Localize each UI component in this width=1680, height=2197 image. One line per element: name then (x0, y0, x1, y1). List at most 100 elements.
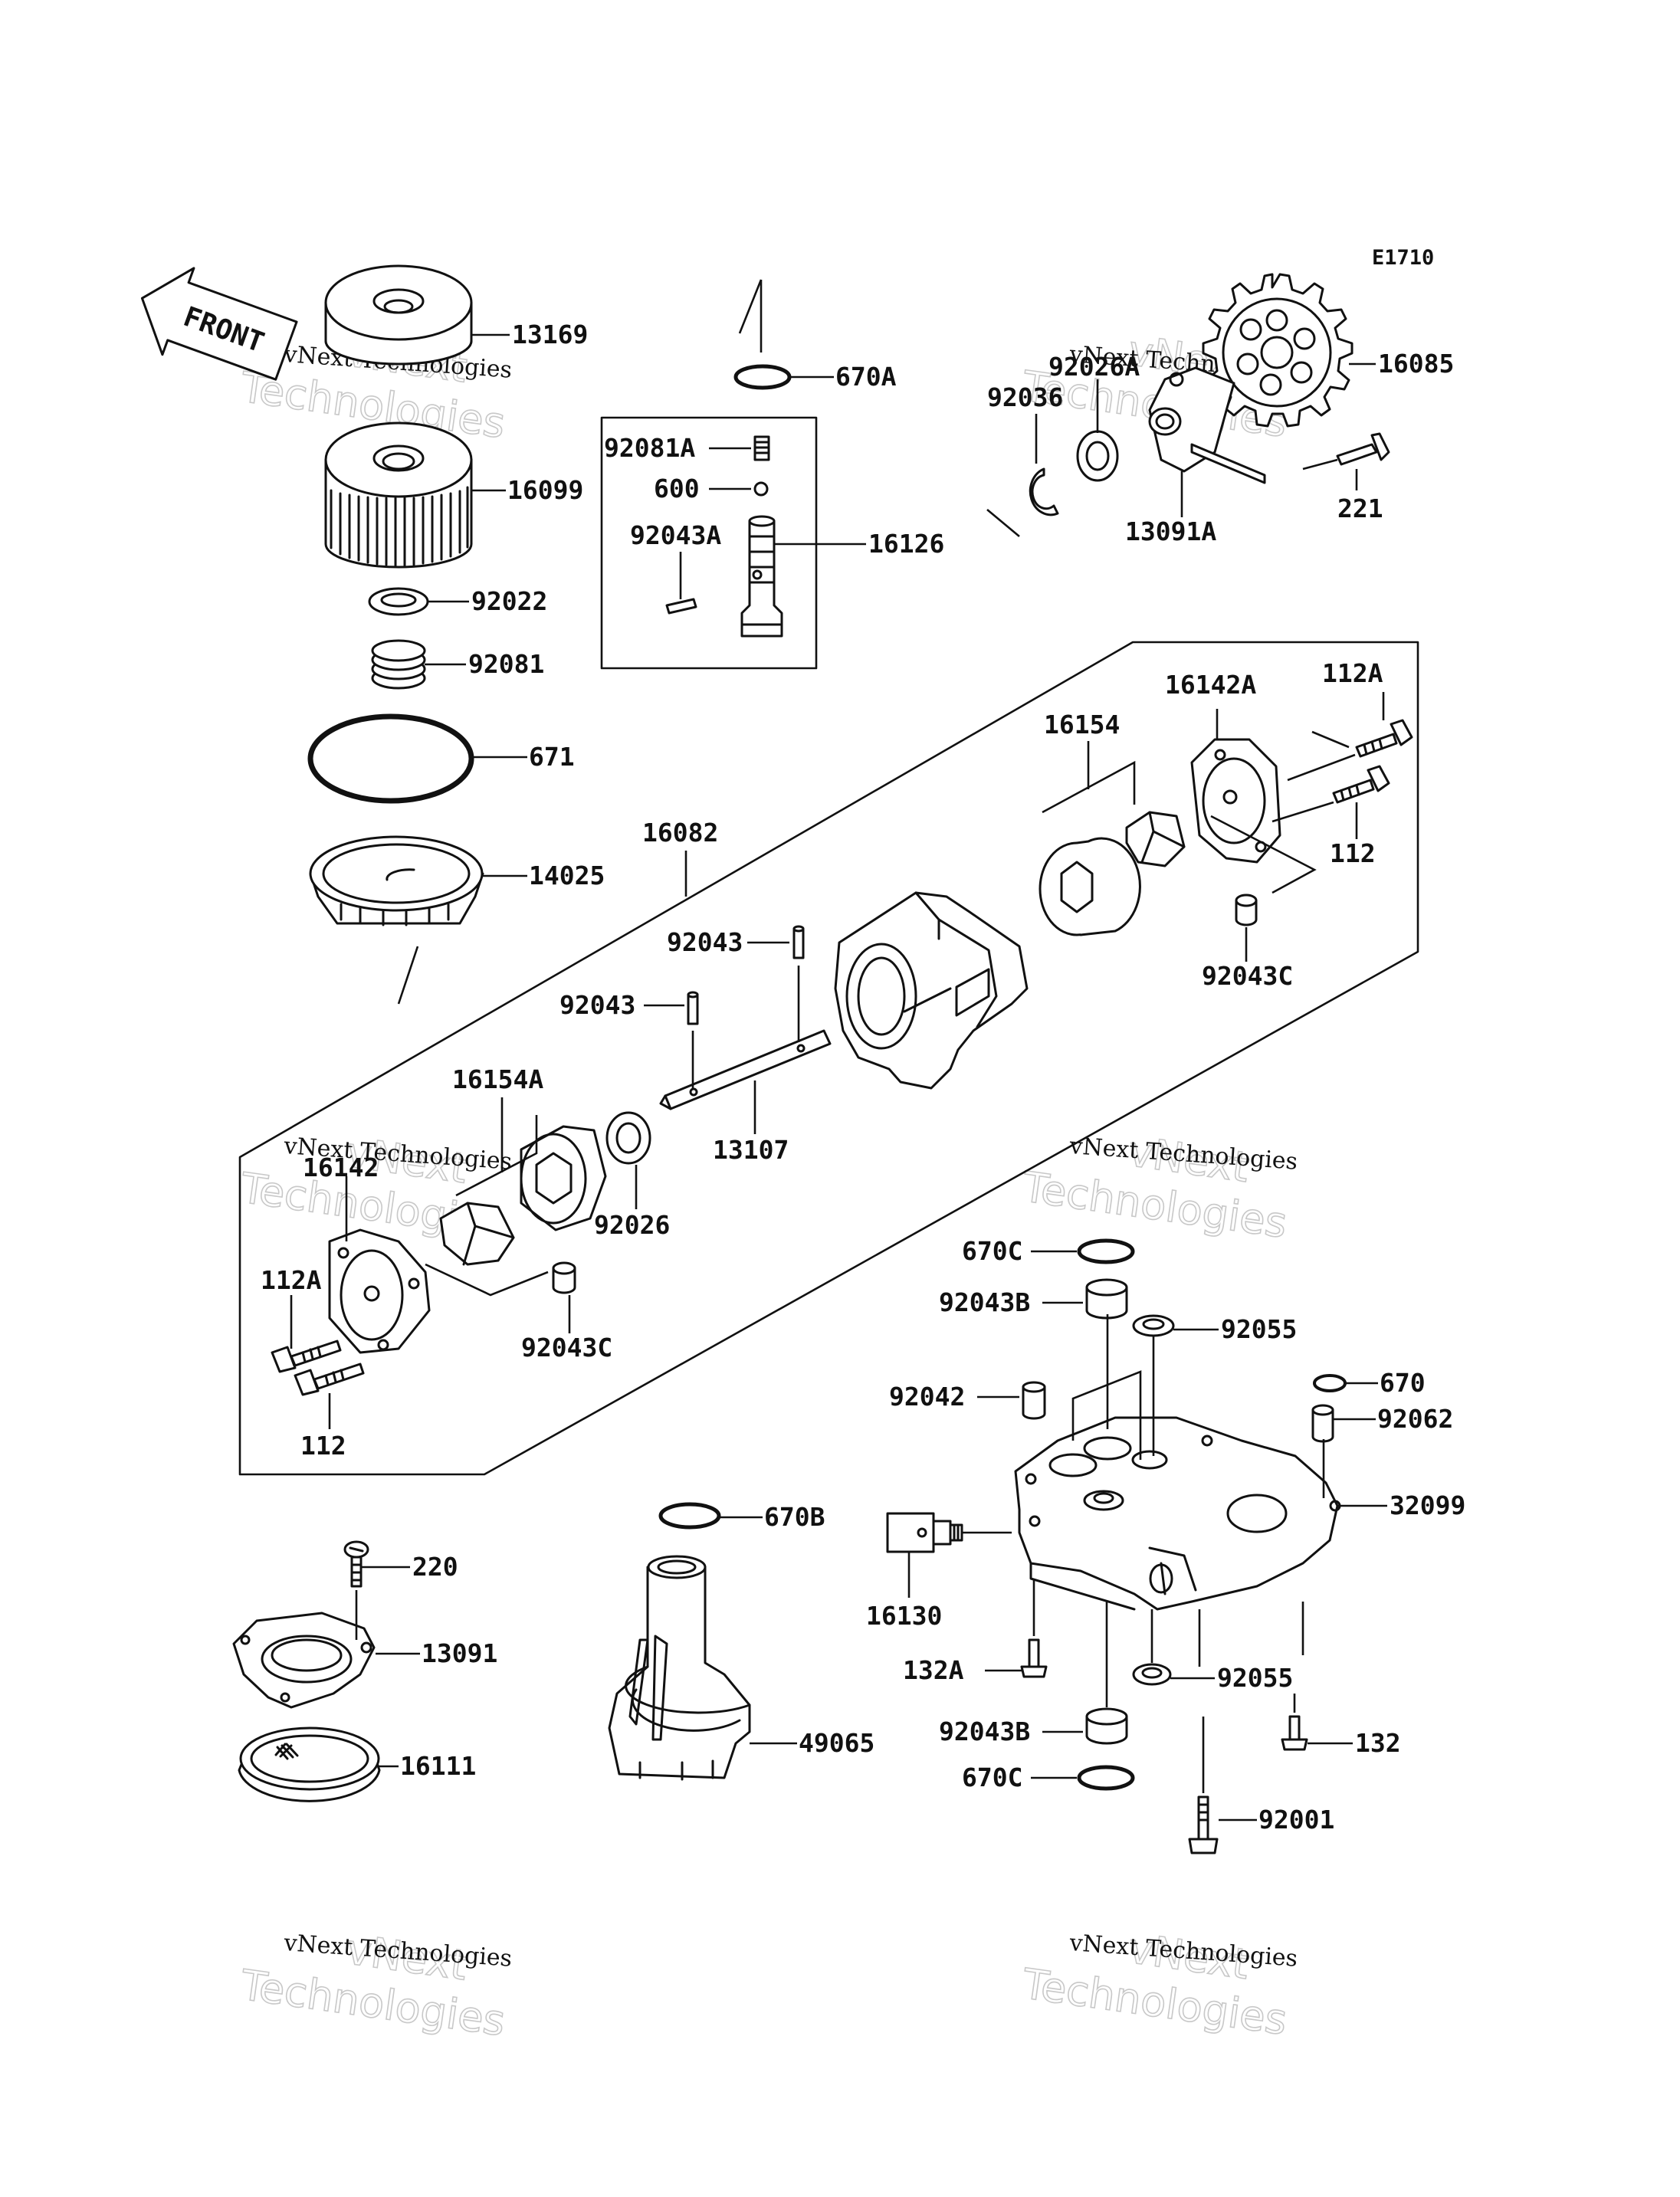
front-arrow-icon: FRONT (140, 267, 298, 381)
label-112-right: 112 (1330, 838, 1376, 868)
label-16099: 16099 (507, 475, 583, 505)
inner-rotor-left-icon (439, 1202, 515, 1266)
oil-pressure-sensor-icon (886, 1512, 963, 1553)
label-670B: 670B (764, 1502, 825, 1532)
label-112A-right: 112A (1322, 658, 1383, 688)
washer-92055-top-icon (1132, 1314, 1175, 1337)
label-16126: 16126 (868, 529, 944, 559)
label-92026: 92026 (594, 1210, 670, 1240)
outer-rotor-right-icon (1039, 837, 1141, 936)
label-16142A: 16142A (1165, 670, 1256, 700)
label-671: 671 (529, 742, 575, 772)
oil-pump-assembly-box (238, 641, 1419, 1476)
relief-valve-icon (740, 515, 783, 638)
thrust-washer-icon (1076, 430, 1119, 482)
label-92043B-bottom: 92043B (939, 1717, 1030, 1746)
label-92042: 92042 (889, 1382, 965, 1412)
label-13107: 13107 (713, 1135, 789, 1165)
bolt-132a-icon (1020, 1638, 1048, 1678)
label-600: 600 (654, 474, 700, 503)
screen-16111-icon (238, 1726, 381, 1802)
collar-92043b-top-icon (1085, 1278, 1128, 1320)
washer-icon (368, 587, 429, 616)
label-92001: 92001 (1258, 1805, 1334, 1835)
label-92036: 92036 (987, 382, 1063, 412)
label-92026A: 92026A (1048, 352, 1140, 382)
label-670: 670 (1380, 1368, 1426, 1398)
label-16082: 16082 (642, 818, 718, 848)
label-13091: 13091 (422, 1638, 497, 1668)
o-ring-670b-icon (658, 1502, 721, 1530)
strainer-housing-icon (1014, 1416, 1341, 1611)
oil-filter-icon (324, 421, 473, 569)
pump-cover-left-icon (328, 1228, 431, 1354)
label-221: 221 (1337, 494, 1383, 523)
screw-220-icon (343, 1540, 369, 1588)
label-112-left: 112 (300, 1431, 346, 1461)
dowel-92042-icon (1022, 1381, 1046, 1420)
ball-icon (753, 481, 769, 497)
circlip-icon (1029, 467, 1059, 516)
pin-icon (665, 598, 697, 615)
label-92062: 92062 (1377, 1404, 1453, 1434)
o-ring-670-icon (1313, 1374, 1347, 1392)
label-92022: 92022 (471, 586, 547, 616)
label-16154A: 16154A (452, 1064, 543, 1094)
label-92081: 92081 (468, 649, 544, 679)
bolt-112-left-icon (294, 1362, 365, 1396)
collar-92043b-bottom-icon (1085, 1707, 1128, 1745)
bolt-112a-left-icon (271, 1340, 342, 1373)
bolt-92001-icon (1188, 1795, 1219, 1854)
pump-cover-right-icon (1190, 738, 1281, 864)
label-92081A: 92081A (604, 433, 695, 463)
label-92043-b: 92043 (559, 990, 635, 1020)
bolt-112-right-icon (1332, 765, 1390, 804)
label-14025: 14025 (529, 861, 605, 890)
outer-rotor-left-icon (520, 1125, 607, 1231)
pin-92043-a-icon (792, 925, 805, 959)
dowel-92043c-left-icon (552, 1261, 576, 1294)
label-92043B-top: 92043B (939, 1287, 1030, 1317)
o-ring-670c-bottom-icon (1077, 1765, 1135, 1791)
label-112A-left: 112A (261, 1265, 322, 1295)
label-49065: 49065 (799, 1728, 874, 1758)
pin-92043-b-icon (687, 991, 699, 1025)
filter-cap-icon (324, 264, 473, 366)
leader-14025-down (397, 946, 419, 1005)
label-32099: 32099 (1390, 1490, 1465, 1520)
washer-92055-bottom-icon (1132, 1663, 1172, 1686)
leader-16154-bracket (1042, 760, 1136, 814)
diagram-code: E1710 (1372, 246, 1434, 270)
o-ring-671-icon (307, 713, 474, 804)
label-220: 220 (412, 1552, 458, 1582)
relief-valve-kit-box (600, 416, 818, 670)
o-ring-670c-top-icon (1077, 1238, 1135, 1264)
filter-cover-icon (309, 835, 484, 926)
label-92055-top: 92055 (1221, 1314, 1297, 1344)
label-92043-a: 92043 (667, 927, 743, 957)
oil-strainer-icon (608, 1555, 751, 1781)
bolt-221-icon (1336, 432, 1390, 466)
pump-shaft-icon (659, 1029, 832, 1110)
o-ring-670a-icon (733, 364, 792, 390)
label-670C-top: 670C (962, 1236, 1022, 1266)
label-13169: 13169 (512, 320, 588, 349)
small-spring-icon (753, 435, 770, 461)
label-132A: 132A (903, 1655, 964, 1685)
dowel-92043c-right-icon (1235, 894, 1258, 926)
inner-rotor-right-icon (1125, 811, 1186, 867)
washer-92026-icon (605, 1111, 651, 1165)
label-16154: 16154 (1044, 710, 1120, 739)
leader-16154A-bracket (455, 1115, 538, 1197)
label-132: 132 (1355, 1728, 1401, 1758)
label-16085: 16085 (1378, 349, 1454, 379)
gear-icon (1202, 273, 1354, 428)
bolt-132-icon (1281, 1715, 1308, 1751)
label-92043C-right: 92043C (1202, 961, 1293, 991)
label-92055-bottom: 92055 (1217, 1663, 1293, 1693)
cover-plate-13091-icon (232, 1612, 376, 1709)
pump-body-icon (834, 891, 1029, 1090)
label-92043A: 92043A (630, 520, 721, 550)
label-16130: 16130 (866, 1601, 942, 1631)
